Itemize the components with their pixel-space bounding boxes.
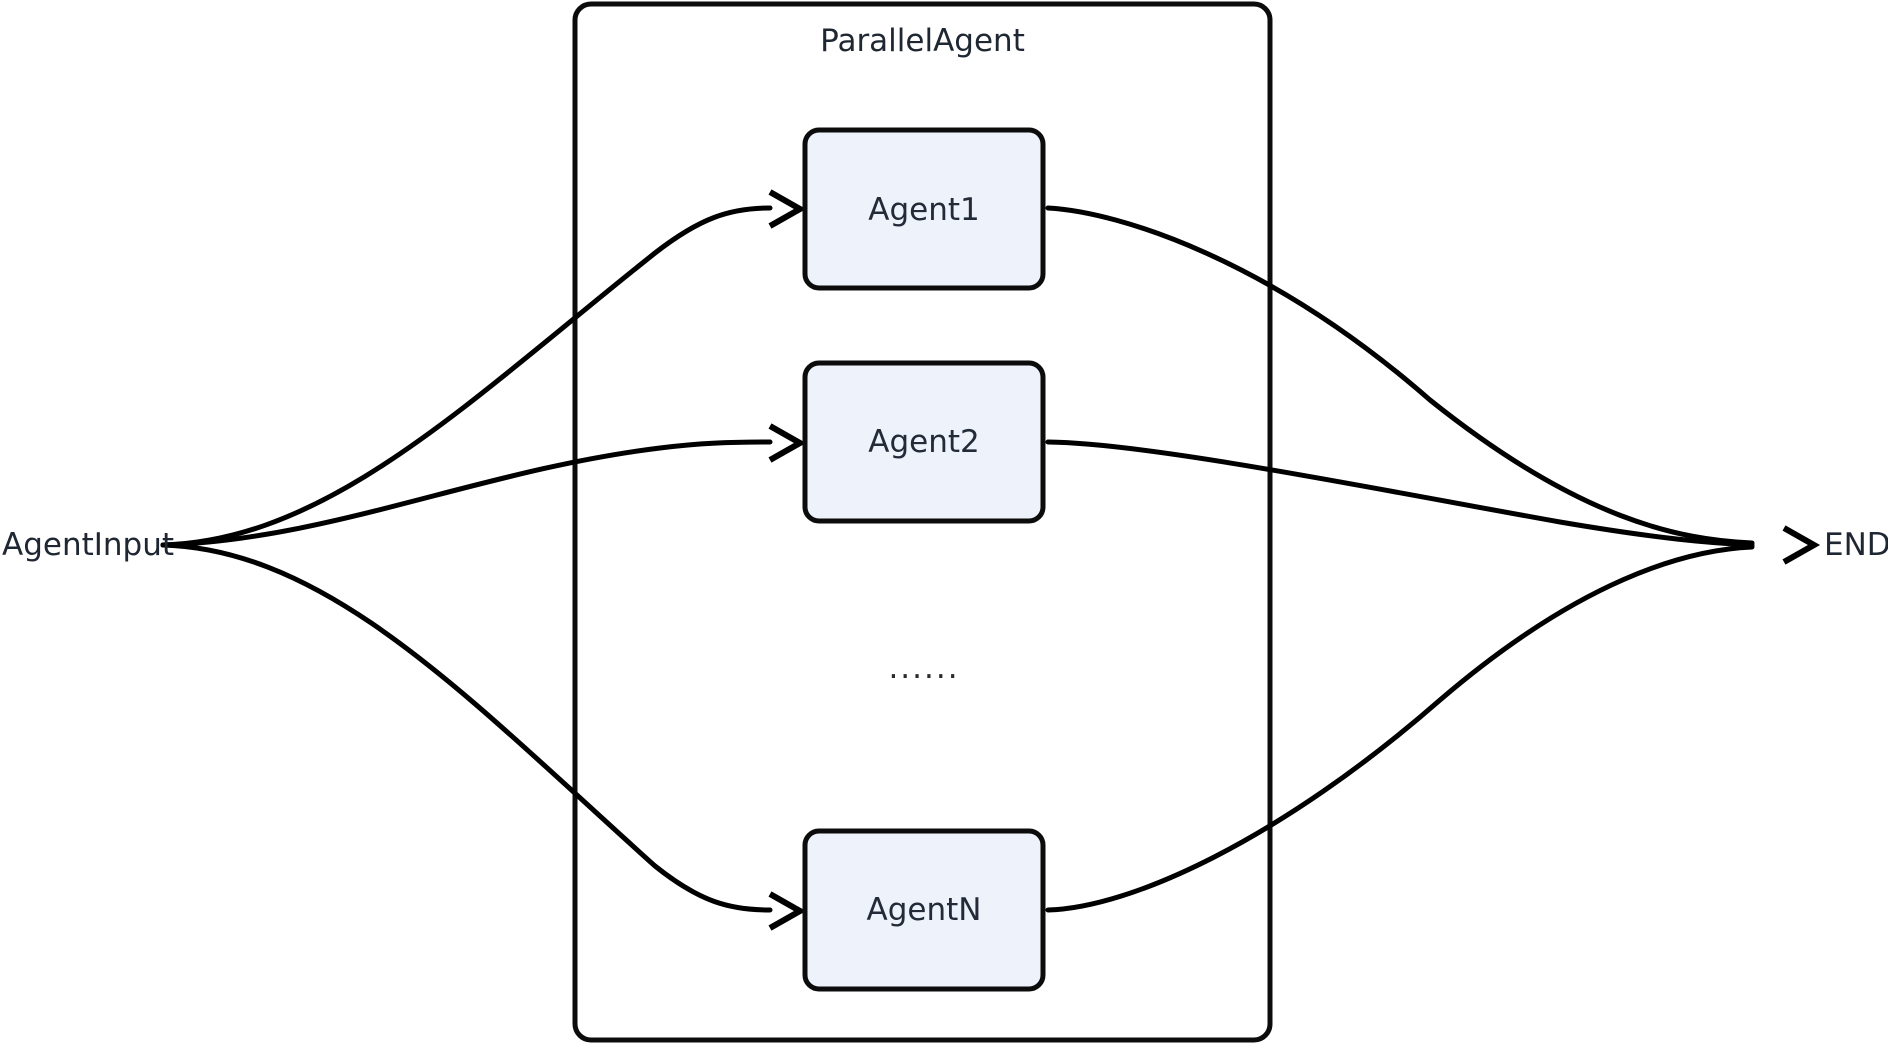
agent1-label: Agent1 — [868, 192, 980, 228]
agent-input-label: AgentInput — [2, 527, 175, 563]
agent2-box[interactable] — [802, 360, 1046, 524]
agentn-box[interactable] — [802, 828, 1046, 992]
end-label: END — [1824, 527, 1888, 563]
edge-input-to-agentn — [160, 542, 773, 913]
parallel-agent-group-title: ParallelAgent — [820, 23, 1025, 59]
arrowhead-agent1-in — [768, 189, 807, 229]
agent2-label: Agent2 — [868, 424, 980, 460]
edge-input-to-agent2 — [160, 439, 773, 548]
arrowhead-agentn-in — [768, 891, 807, 931]
arrowhead-end-in — [1782, 525, 1821, 565]
edge-agent2-to-end — [1045, 439, 1755, 548]
edge-agent1-to-end — [1045, 205, 1755, 546]
arrowhead-agent2-in — [768, 423, 807, 463]
edge-agentn-to-end — [1045, 544, 1755, 913]
ellipsis-label: ...... — [888, 650, 960, 686]
agent1-box[interactable] — [802, 127, 1046, 291]
agentn-label: AgentN — [866, 892, 982, 928]
edge-input-to-agent1 — [160, 205, 773, 548]
